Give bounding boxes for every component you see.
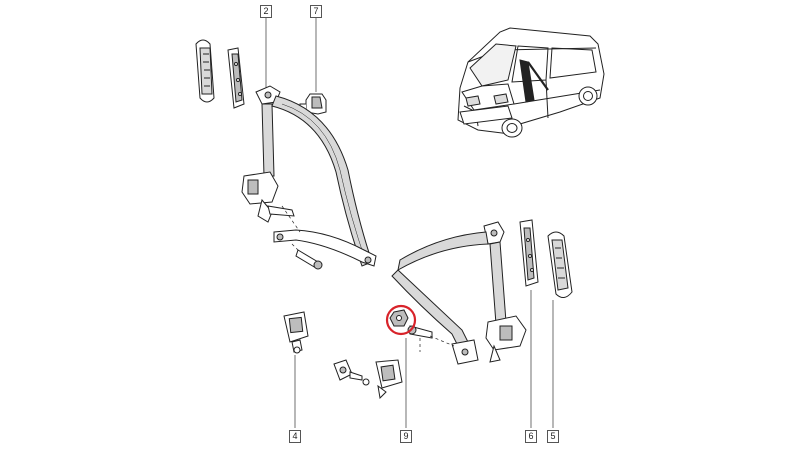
part-7-clip <box>299 93 327 115</box>
part-6-height-adjuster-rail <box>519 219 539 287</box>
left-height-adjuster-rail <box>227 47 245 109</box>
left-seat-belt-assembly <box>241 85 377 270</box>
callout-5[interactable]: 5 <box>547 430 559 443</box>
part-5-adjuster-cover <box>547 231 573 298</box>
van-illustration <box>457 27 605 138</box>
callout-7[interactable]: 7 <box>310 5 322 18</box>
callout-4[interactable]: 4 <box>289 430 301 443</box>
callout-9[interactable]: 9 <box>400 430 412 443</box>
buckle-and-bolt-set <box>333 359 403 400</box>
callout-6[interactable]: 6 <box>525 430 537 443</box>
callout-2[interactable]: 2 <box>260 5 272 18</box>
part-9-highlight-circle <box>385 304 417 336</box>
right-seat-belt-assembly <box>391 221 527 365</box>
part-9-nut <box>389 309 409 327</box>
left-height-adjuster-cover <box>195 39 215 103</box>
part-4-buckle <box>283 311 309 354</box>
leader-lines <box>265 18 554 428</box>
